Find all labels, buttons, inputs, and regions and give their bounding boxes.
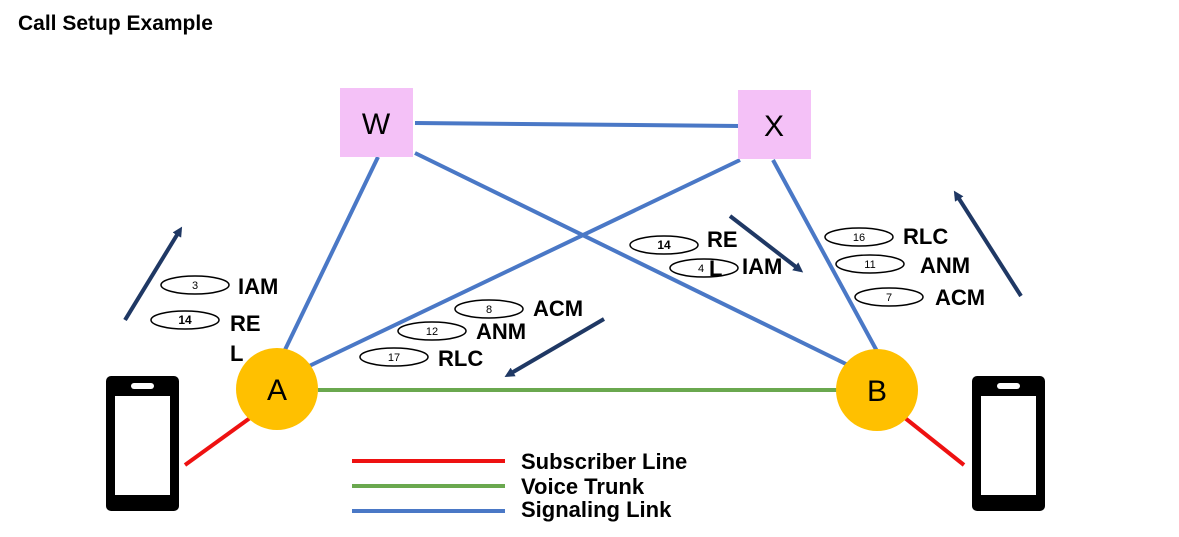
legend-subscriber-line: Subscriber Line — [521, 449, 687, 474]
msg-center-iam: 4 L IAM — [669, 254, 782, 281]
arrow-right-up — [953, 190, 1023, 298]
diagram-title: Call Setup Example — [18, 12, 213, 35]
legend: Subscriber Line Voice Trunk Signaling Li… — [352, 449, 687, 522]
msg-middle-rlc: 17 RLC — [359, 346, 483, 371]
msg-number: 14 — [178, 313, 192, 327]
msg-number: 14 — [657, 238, 671, 252]
msg-number: 17 — [388, 352, 400, 364]
phone-left-icon — [106, 376, 179, 511]
msg-number: 16 — [853, 232, 865, 244]
msg-right-acm: 7 ACM — [854, 285, 985, 310]
switch-a-label: A — [267, 374, 287, 407]
msg-center-rel: 14 RE — [629, 227, 738, 255]
msg-label: RLC — [438, 346, 483, 371]
msg-middle-anm: 12 ANM — [397, 319, 526, 344]
link-w-x — [414, 121, 741, 128]
msg-number: 3 — [192, 280, 198, 292]
switch-b-label: B — [867, 375, 887, 408]
legend-voice-trunk: Voice Trunk — [521, 474, 645, 499]
msg-label: ANM — [920, 253, 970, 278]
link-w-a — [280, 156, 380, 357]
switch-a: A — [236, 348, 318, 430]
stp-x: X — [738, 90, 811, 159]
msg-number: 11 — [864, 259, 875, 271]
legend-signaling-link: Signaling Link — [521, 497, 672, 522]
msg-label: RE — [230, 311, 261, 336]
link-w-b — [414, 151, 851, 368]
msg-label: ACM — [533, 296, 583, 321]
msg-label-continued: L — [230, 341, 243, 366]
msg-label: ANM — [476, 319, 526, 344]
msg-label-continued: L — [709, 256, 722, 281]
msg-label: RE — [707, 227, 738, 252]
msg-middle-acm: 8 ACM — [454, 296, 583, 321]
link-x-a — [304, 158, 741, 370]
stp-x-label: X — [764, 110, 784, 143]
msg-left-rel: 14 RE L — [150, 310, 261, 366]
msg-number: 12 — [426, 326, 438, 338]
arrow-center-down — [728, 214, 804, 273]
msg-number: 4 — [698, 263, 704, 275]
subscriber-line-right — [903, 416, 966, 467]
msg-right-rlc: 16 RLC — [824, 224, 948, 249]
arrow-middle-down — [504, 317, 606, 378]
msg-right-anm: 11 ANM — [835, 253, 970, 278]
stp-w-label: W — [362, 108, 391, 141]
stp-w: W — [340, 88, 413, 157]
msg-label: IAM — [238, 274, 278, 299]
msg-number: 7 — [886, 292, 892, 304]
msg-number: 8 — [486, 304, 492, 316]
link-x-b — [771, 159, 880, 354]
switch-b: B — [836, 349, 918, 431]
msg-label: ACM — [935, 285, 985, 310]
msg-label: IAM — [742, 254, 782, 279]
msg-left-iam: 3 IAM — [160, 274, 278, 299]
subscriber-line-left — [183, 416, 252, 467]
msg-label: RLC — [903, 224, 948, 249]
arrow-left-up — [123, 226, 183, 322]
phone-right-icon — [972, 376, 1045, 511]
